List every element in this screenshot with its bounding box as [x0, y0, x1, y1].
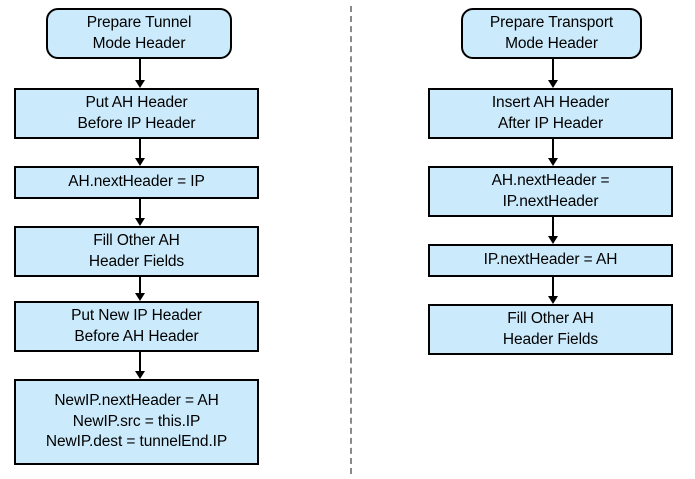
arrowhead-transport-edge-2	[548, 158, 558, 166]
connector-tunnel-edge-1	[139, 59, 141, 82]
column-divider	[350, 6, 352, 474]
connector-transport-edge-3	[552, 217, 554, 238]
connector-tunnel-edge-3	[139, 199, 141, 220]
flow-node-transport-start[interactable]: Prepare Transport Mode Header	[461, 8, 642, 59]
arrowhead-tunnel-edge-2	[135, 158, 145, 166]
flow-node-label: Insert AH Header After IP Header	[491, 94, 610, 132]
connector-tunnel-edge-5	[139, 352, 141, 373]
flow-node-label: Put New IP Header Before AH Header	[71, 307, 202, 345]
flow-node-label: Fill Other AH Header Fields	[88, 232, 185, 270]
flow-node-label: NewIP.nextHeader = AH NewIP.src = this.I…	[45, 392, 228, 451]
connector-transport-edge-4	[552, 277, 554, 298]
arrowhead-tunnel-edge-5	[135, 371, 145, 379]
flow-node-label: IP.nextHeader = AH	[483, 251, 618, 269]
connector-tunnel-edge-2	[139, 139, 141, 160]
flow-node-label: AH.nextHeader = IP.nextHeader	[491, 172, 610, 210]
flow-node-tunnel-start[interactable]: Prepare Tunnel Mode Header	[46, 8, 232, 59]
arrowhead-tunnel-edge-1	[135, 80, 145, 88]
flow-node-tunnel-step-4[interactable]: Put New IP Header Before AH Header	[14, 301, 259, 352]
flow-node-label: Put AH Header Before IP Header	[77, 94, 196, 132]
flow-node-label: Prepare Tunnel Mode Header	[86, 14, 192, 52]
flow-node-tunnel-step-2[interactable]: AH.nextHeader = IP	[14, 166, 259, 199]
flow-node-transport-step-2[interactable]: AH.nextHeader = IP.nextHeader	[428, 166, 673, 217]
flow-node-tunnel-step-3[interactable]: Fill Other AH Header Fields	[14, 226, 259, 277]
arrowhead-transport-edge-4	[548, 296, 558, 304]
arrowhead-tunnel-edge-4	[135, 293, 145, 301]
flow-node-label: Prepare Transport Mode Header	[489, 14, 614, 52]
flow-node-label: Fill Other AH Header Fields	[502, 310, 599, 348]
flow-node-transport-step-1[interactable]: Insert AH Header After IP Header	[428, 88, 673, 139]
arrowhead-tunnel-edge-3	[135, 218, 145, 226]
flow-node-label: AH.nextHeader = IP	[68, 173, 205, 191]
flow-node-tunnel-step-5[interactable]: NewIP.nextHeader = AH NewIP.src = this.I…	[14, 379, 259, 465]
connector-transport-edge-2	[552, 139, 554, 160]
arrowhead-transport-edge-1	[548, 80, 558, 88]
connector-transport-edge-1	[552, 59, 554, 82]
arrowhead-transport-edge-3	[548, 236, 558, 244]
flow-node-transport-step-3[interactable]: IP.nextHeader = AH	[428, 244, 673, 277]
flow-node-tunnel-step-1[interactable]: Put AH Header Before IP Header	[14, 88, 259, 139]
flow-node-transport-step-4[interactable]: Fill Other AH Header Fields	[428, 304, 673, 355]
connector-tunnel-edge-4	[139, 277, 141, 295]
